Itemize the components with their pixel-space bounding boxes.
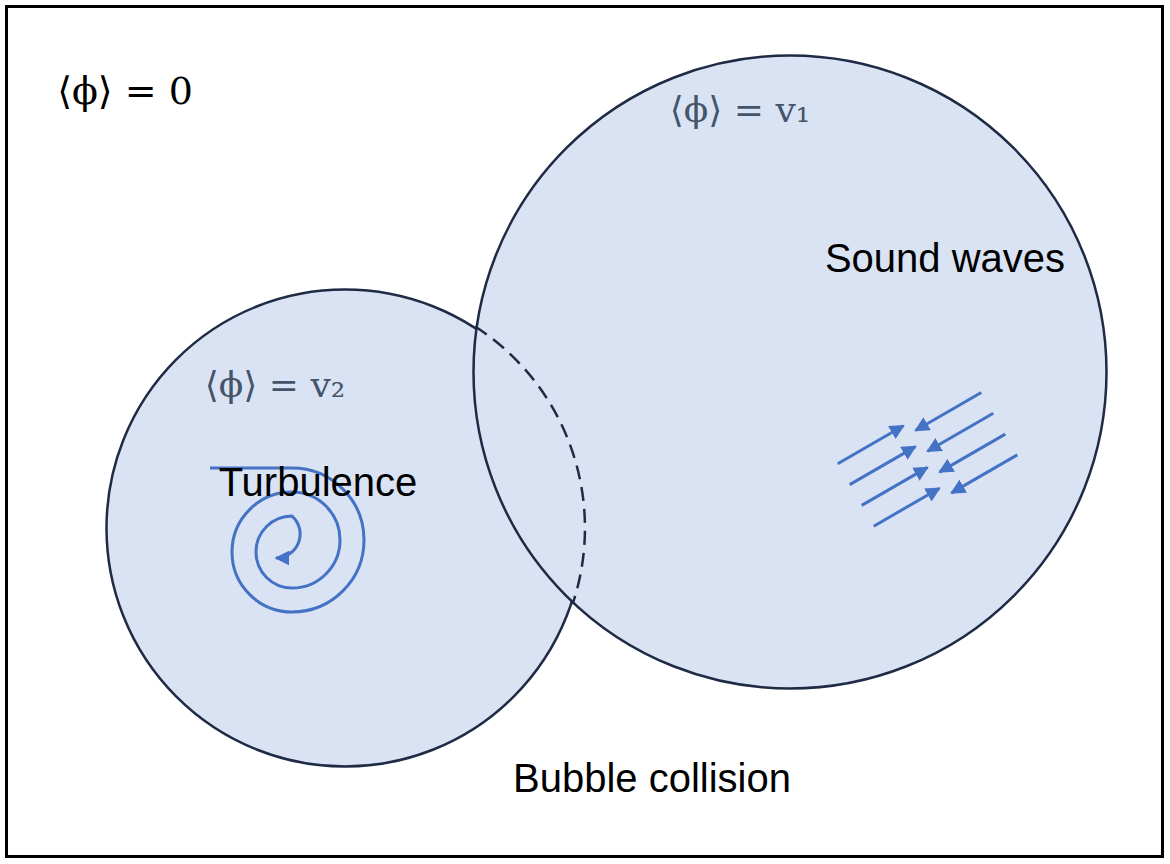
bubble-circle: ⟨ϕ⟩ = v₂ Turbulence: [105, 288, 585, 768]
vacuum-value: ⟨ϕ⟩ = 0: [57, 70, 193, 114]
bubble-fill: [107, 290, 584, 767]
false-vacuum-frame: ⟨ϕ⟩ = 0 ⟨ϕ⟩ = v₁ Sound waves ⟨ϕ⟩ = v₂ Turbul…: [5, 5, 1164, 858]
text-holder: Turbulence: [219, 459, 418, 505]
process-label: Turbulence: [219, 459, 418, 505]
bubble-circle: ⟨ϕ⟩ = v₁ Sound waves: [472, 54, 1108, 690]
process-label: Sound waves: [825, 235, 1065, 281]
vacuum-value: ⟨ϕ⟩ = v₁: [670, 89, 810, 130]
vacuum-value: ⟨ϕ⟩ = v₂: [205, 364, 345, 405]
bubble-outline: [105, 288, 585, 768]
text-holder: Bubble collision: [513, 755, 791, 801]
text-holder: ⟨ϕ⟩ = v₂: [205, 364, 345, 405]
bubble-outline: [472, 54, 1108, 690]
text-holder: ⟨ϕ⟩ = 0: [57, 70, 193, 114]
text-holder: Sound waves: [825, 235, 1065, 281]
collision-label: Bubble collision: [513, 755, 791, 801]
bubble-fill: [474, 56, 1107, 689]
text-holder: ⟨ϕ⟩ = v₁: [670, 89, 810, 130]
